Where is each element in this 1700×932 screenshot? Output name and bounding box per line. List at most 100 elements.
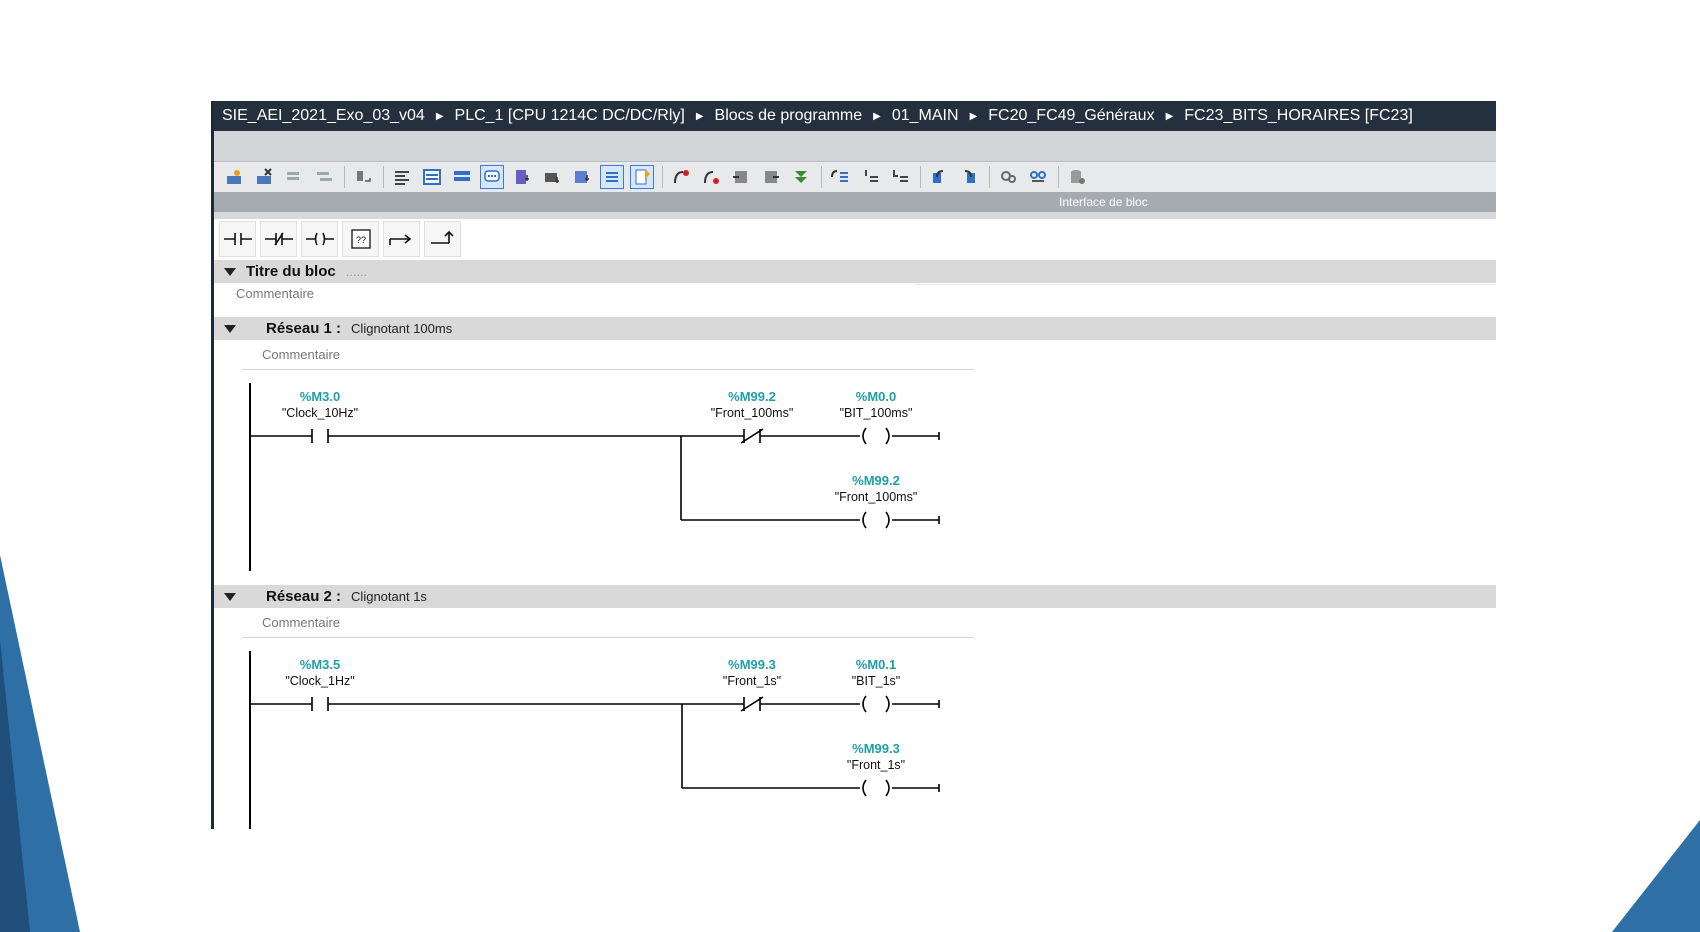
close-branch-icon[interactable] [424,221,461,257]
network-2-coil-front[interactable]: %M99.3 "Front_1s" [682,741,940,797]
editor-tab-strip [214,131,1496,162]
network-2-header[interactable]: Réseau 2 : Clignotant 1s [214,585,1496,608]
contact-symbol: "Front_100ms" [711,406,794,420]
next-network-icon[interactable] [957,165,981,189]
coil-symbol: "Front_1s" [847,758,905,772]
network-1-header[interactable]: Réseau 1 : Clignotant 100ms [214,317,1496,340]
coil-symbol: "BIT_1s" [852,674,900,688]
prev-network-icon[interactable] [927,165,951,189]
coil-address: %M0.0 [856,389,896,404]
breadcrumb-general-folder[interactable]: FC20_FC49_Généraux [988,107,1155,124]
coil-address: %M0.1 [856,657,896,672]
network-2-title[interactable]: Clignotant 1s [351,589,427,604]
breadcrumb-project[interactable]: SIE_AEI_2021_Exo_03_v04 [222,107,425,124]
network-2-contact-clock[interactable]: %M3.5 "Clock_1Hz" [250,657,682,711]
symbol-info-icon[interactable] [450,165,474,189]
list-icon[interactable] [600,165,624,189]
contact-address: %M3.5 [300,657,340,672]
empty-box-icon[interactable]: ?? [342,221,379,257]
network-1-contact-front-nc[interactable]: %M99.2 "Front_100ms" [681,389,860,444]
contact-symbol: "Front_1s" [723,674,781,688]
network-2-comment[interactable]: Commentaire [262,615,341,630]
interface-label: Interface de bloc [1059,195,1148,209]
toolbar-separator [920,166,921,188]
callee-icon[interactable] [759,165,783,189]
append-row-icon[interactable] [312,165,336,189]
collapse-caret-icon[interactable] [224,267,236,276]
monitor-icon[interactable] [789,165,813,189]
network-2-contact-front-nc[interactable]: %M99.3 "Front_1s" [682,657,860,712]
network-1-comment[interactable]: Commentaire [262,347,341,362]
goto-icon[interactable] [351,165,375,189]
coil-address: %M99.3 [852,741,900,756]
contact-address: %M99.2 [728,389,776,404]
indent-icon[interactable] [828,165,852,189]
ladder-favorites-bar: ?? [219,219,461,259]
breadcrumb-current-block[interactable]: FC23_BITS_HORAIRES [FC23] [1184,107,1413,124]
breadcrumb: SIE_AEI_2021_Exo_03_v04 ▶ PLC_1 [CPU 121… [214,101,1496,131]
slide-corner-right-decoration [1612,820,1700,932]
breadcrumb-separator-icon: ▶ [873,110,881,122]
tia-portal-editor: SIE_AEI_2021_Exo_03_v04 ▶ PLC_1 [CPU 121… [211,101,1496,829]
interface-splitter[interactable] [214,212,1496,219]
coil-address: %M99.2 [852,473,900,488]
network-2-label: Réseau 2 : [266,588,342,605]
contact-symbol: "Clock_1Hz" [285,674,354,688]
network-2-coil-bit[interactable]: %M0.1 "BIT_1s" [852,657,940,713]
favorites-icon[interactable] [510,165,534,189]
block-title-label: Titre du bloc [246,263,336,280]
toolbar-separator [383,166,384,188]
download-icon[interactable] [570,165,594,189]
block-interface-bar[interactable]: Interface de bloc [214,192,1496,212]
open-branch-icon[interactable] [383,221,420,257]
abs-operand-icon[interactable] [390,165,414,189]
toolbar-separator [1058,166,1059,188]
contact-symbol: "Clock_10Hz" [282,406,358,420]
network-1-title[interactable]: Clignotant 100ms [351,321,453,336]
contact-address: %M3.0 [300,389,340,404]
block-title-value[interactable]: ...... [345,264,368,279]
line-icon[interactable] [888,165,912,189]
symbolic-operand-icon[interactable] [420,165,444,189]
breadcrumb-separator-icon: ▶ [435,110,444,122]
delete-network-icon[interactable] [252,165,276,189]
online-icon[interactable] [996,165,1020,189]
block-comment[interactable]: Commentaire [236,286,315,301]
coil-symbol: "Front_100ms" [835,490,918,504]
bookmark-icon[interactable] [630,165,654,189]
outdent-icon[interactable] [858,165,882,189]
comments-icon[interactable] [480,165,504,189]
network-1-coil-bit[interactable]: %M0.0 "BIT_100ms" [840,389,940,445]
coil-symbol: "BIT_100ms" [840,406,913,420]
breadcrumb-main-folder[interactable]: 01_MAIN [891,107,959,124]
insert-network-icon[interactable] [222,165,246,189]
network-1-contact-clock[interactable]: %M3.0 "Clock_10Hz" [250,389,681,443]
breadcrumb-separator-icon: ▶ [969,110,978,122]
block-title-header[interactable]: Titre du bloc ...... [214,260,1496,283]
compare-icon[interactable] [540,165,564,189]
toolbar-separator [989,166,990,188]
toolbar-separator [344,166,345,188]
network-1-label: Réseau 1 : [266,320,342,337]
network-1-ladder: %M3.0 "Clock_10Hz" %M99.2 "Front_100ms" … [249,383,940,571]
comment-divider [914,284,1496,285]
collapse-caret-icon[interactable] [224,324,236,333]
normally-open-contact-icon[interactable] [219,221,256,257]
db-icon[interactable] [1065,165,1089,189]
monitor-off-icon[interactable] [1026,165,1050,189]
insert-row-icon[interactable] [282,165,306,189]
network-2-ladder: %M3.5 "Clock_1Hz" %M99.3 "Front_1s" %M0.… [249,651,940,829]
normally-closed-contact-icon[interactable] [260,221,297,257]
contact-address: %M99.3 [728,657,776,672]
empty-box-label: ?? [355,235,365,245]
network-1-comment-underline [242,369,974,370]
breakpoint-icon[interactable] [669,165,693,189]
clear-breakpoint-icon[interactable] [699,165,723,189]
breadcrumb-program-blocks[interactable]: Blocs de programme [714,107,863,124]
coil-icon[interactable] [301,221,338,257]
network-1-coil-front[interactable]: %M99.2 "Front_100ms" [681,473,940,529]
collapse-caret-icon[interactable] [224,592,236,601]
breadcrumb-plc[interactable]: PLC_1 [CPU 1214C DC/DC/Rly] [454,107,685,124]
call-icon[interactable] [729,165,753,189]
